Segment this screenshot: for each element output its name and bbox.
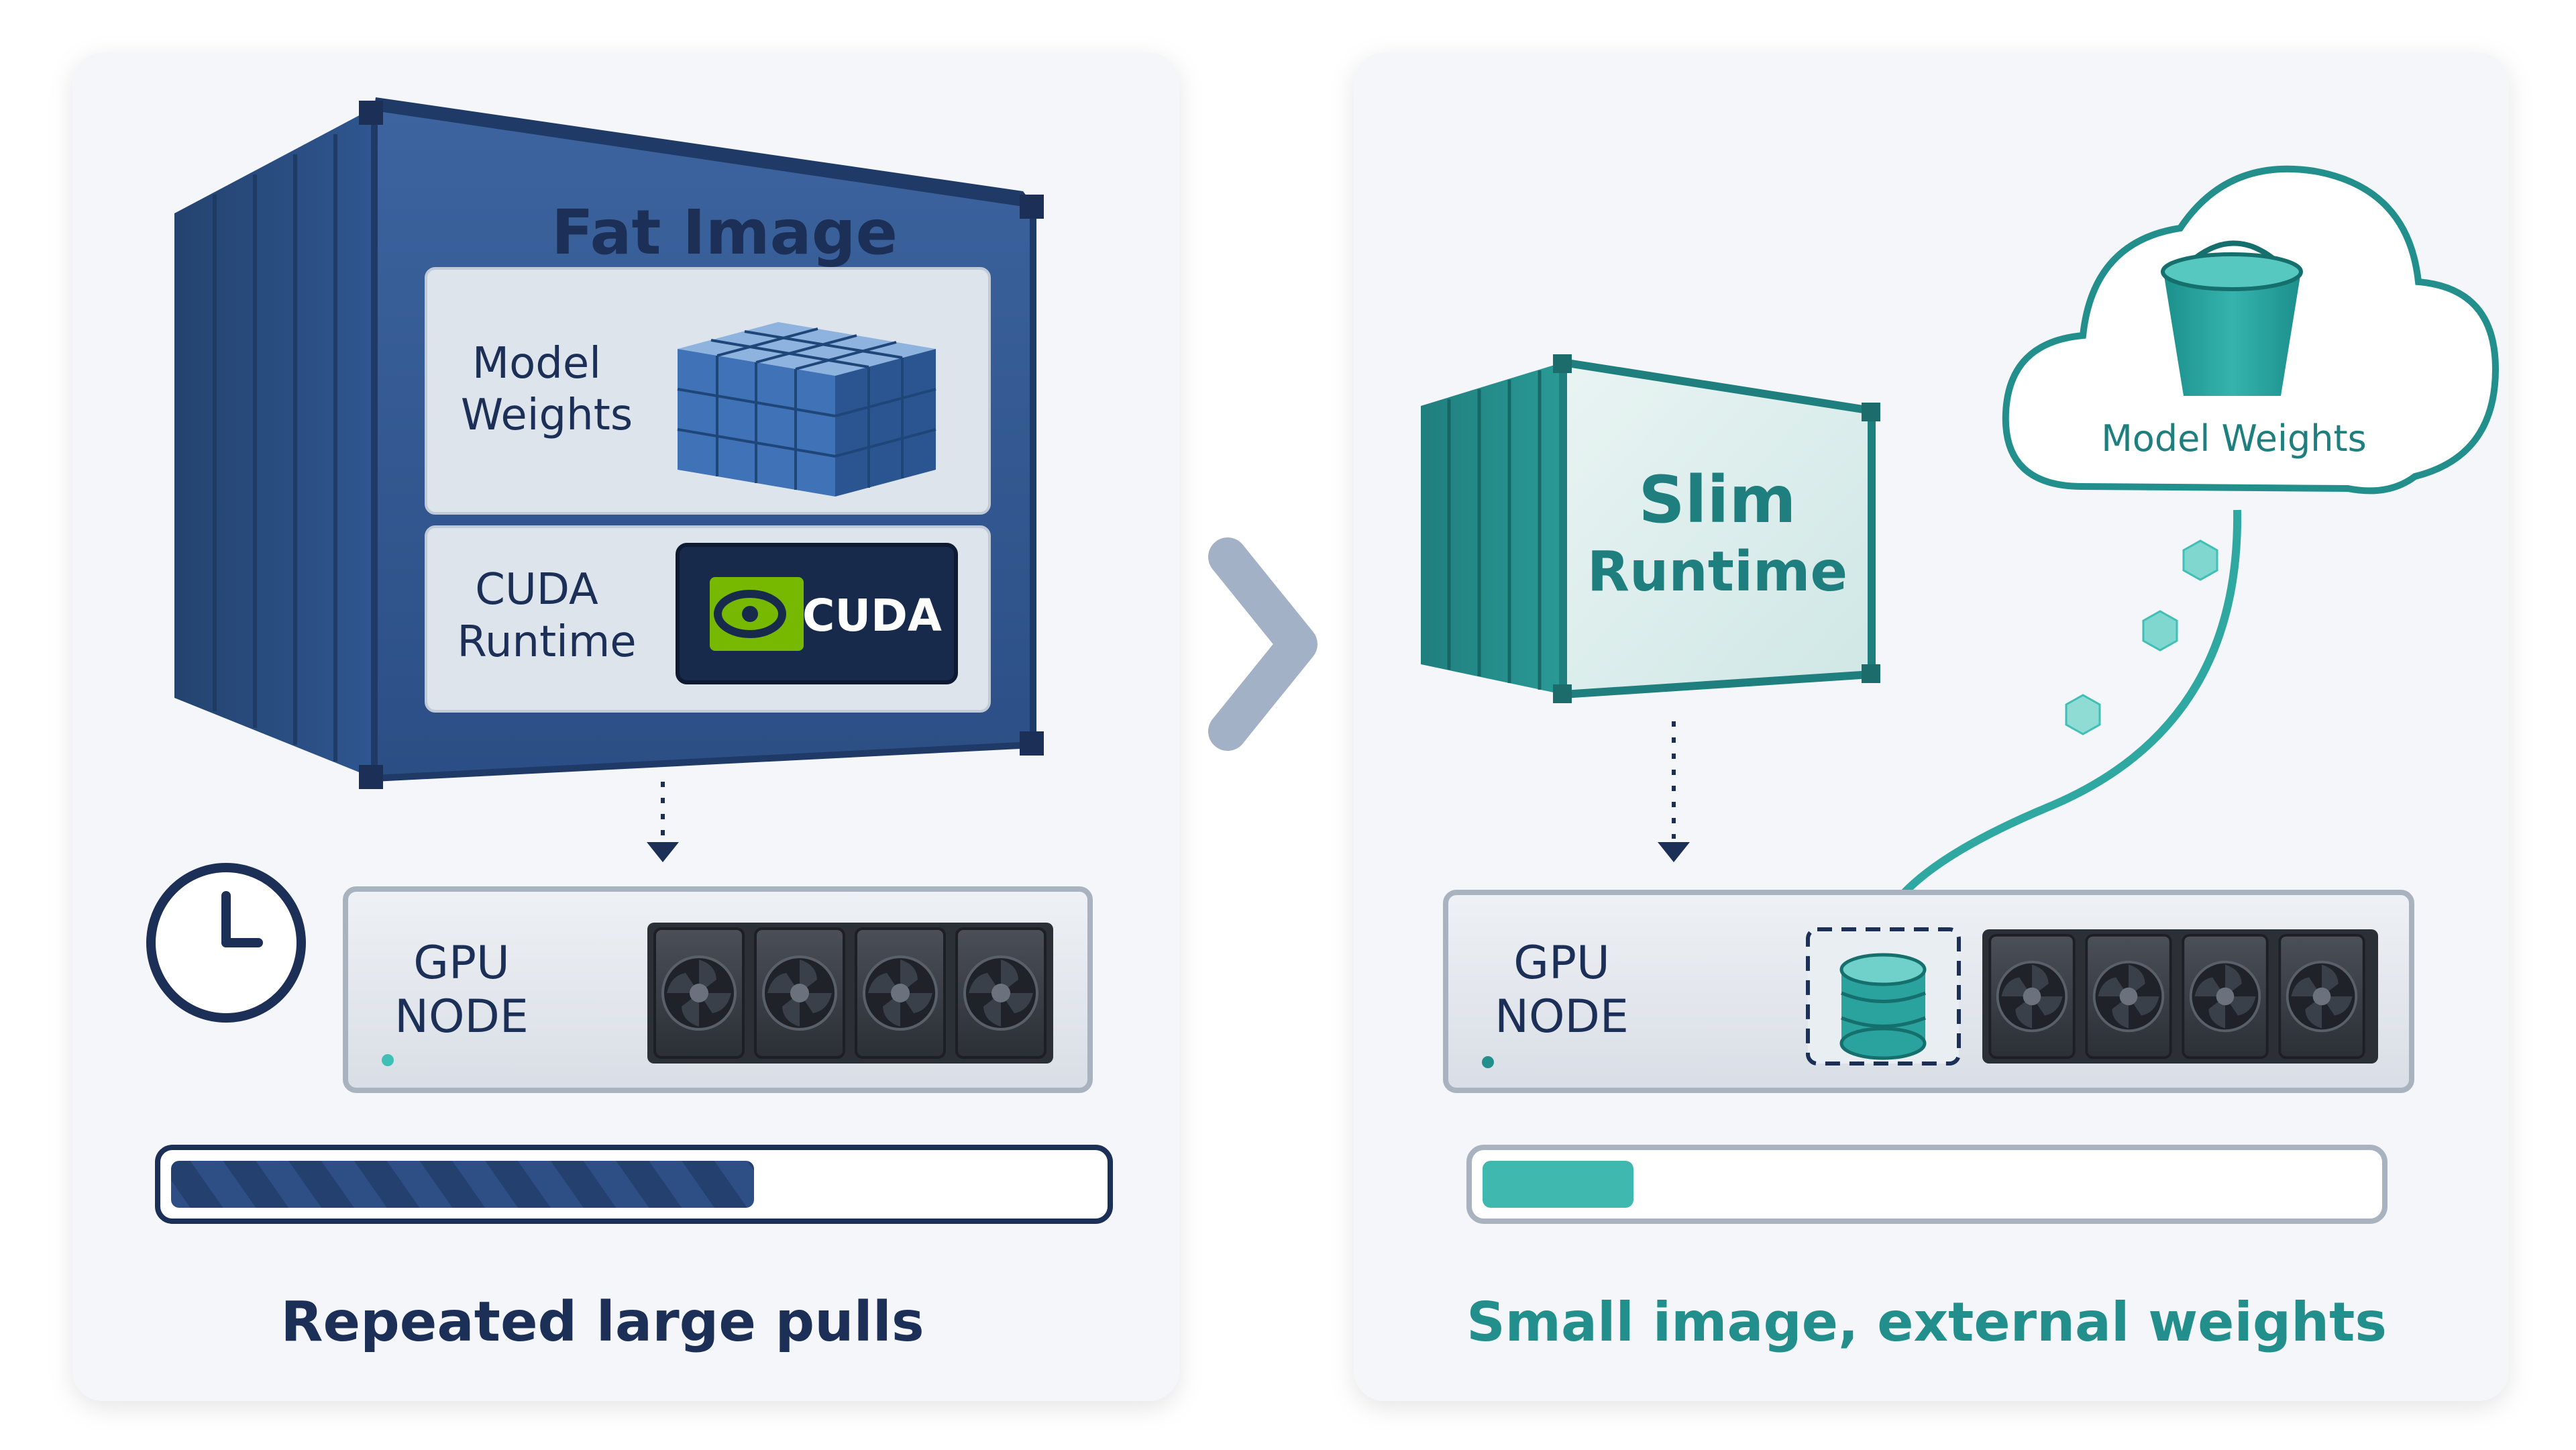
fan-icon [2279, 935, 2363, 1057]
fan-icon [2086, 935, 2170, 1057]
gpu-node-left-line1: GPU [413, 937, 509, 990]
cuda-badge: CUDA [678, 545, 956, 682]
slim-title-line1: Slim [1639, 462, 1796, 537]
cuda-badge-text: CUDA [802, 590, 942, 641]
weight-cubes-icon [678, 322, 936, 497]
transition-chevron-icon [1228, 557, 1298, 731]
progress-bar-left [158, 1147, 1110, 1221]
bucket-icon [2163, 244, 2301, 397]
fan-icon [2183, 935, 2267, 1057]
right-caption: Small image, external weights [1466, 1291, 2387, 1353]
weights-label-line2: Weights [461, 391, 633, 440]
cloud-label: Model Weights [2101, 417, 2367, 460]
cuda-label-line1: CUDA [475, 565, 598, 615]
nvidia-logo-icon [710, 577, 804, 651]
gpu-node-right-line1: GPU [1513, 937, 1609, 990]
weight-cube-icon [2143, 611, 2177, 650]
fan-icon [1990, 935, 2074, 1057]
gpu-node-right-line2: NODE [1495, 990, 1629, 1043]
clock-icon [151, 868, 301, 1018]
fan-icon [755, 929, 844, 1057]
fat-image-title: Fat Image [551, 197, 898, 268]
progress-bar-right [1469, 1147, 2385, 1221]
fan-icon [856, 929, 945, 1057]
weight-cube-icon [2066, 695, 2100, 734]
left-caption: Repeated large pulls [280, 1290, 924, 1354]
fan-icon [957, 929, 1045, 1057]
fan-icon [655, 929, 743, 1057]
cuda-label-line2: Runtime [457, 617, 636, 667]
weight-cube-icon [2184, 541, 2217, 580]
database-icon [1841, 955, 1925, 1058]
progress-fill-right [1483, 1161, 1633, 1208]
weights-label-line1: Model [472, 339, 601, 389]
gpu-node-left-line2: NODE [394, 990, 529, 1043]
slim-title-line2: Runtime [1587, 540, 1847, 604]
progress-fill-left [171, 1161, 754, 1208]
